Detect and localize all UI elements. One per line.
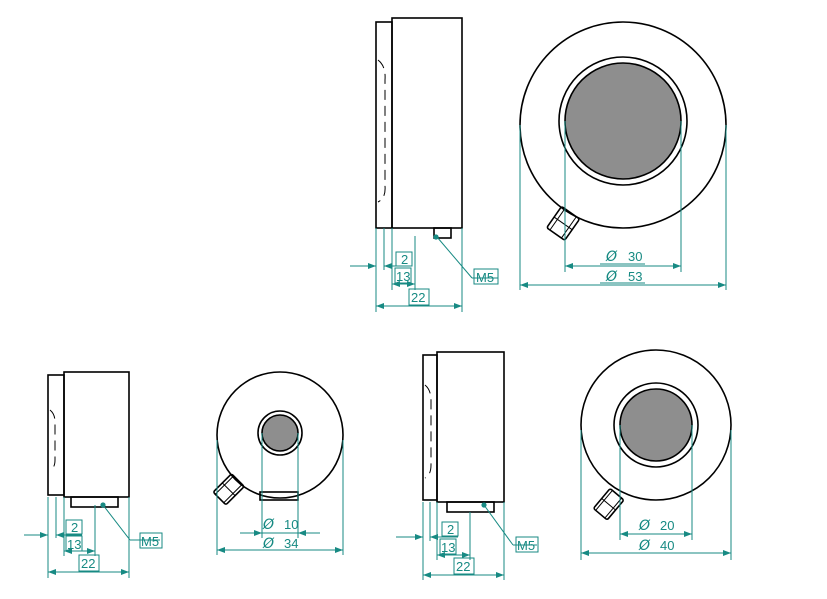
small-dim-outer: 34	[284, 536, 298, 551]
large-side-view: M5 2 13 22	[350, 17, 499, 312]
large-dim-outer: 53	[628, 269, 642, 284]
medium-dim-outer: 40	[660, 538, 674, 553]
small-front-view: Ø 10 Ø 34	[213, 371, 344, 555]
medium-diameter-symbol: Ø	[638, 518, 651, 534]
small-thread-label: M5	[141, 534, 159, 549]
large-dim-22: 22	[411, 290, 425, 305]
small-diameter-symbol-outer: Ø	[262, 536, 275, 552]
medium-dim-22: 22	[456, 559, 470, 574]
medium-front-view: Ø 20 Ø 40	[580, 349, 732, 560]
large-dim-2: 2	[401, 252, 408, 267]
medium-dim-13: 13	[441, 540, 455, 555]
large-front-view: Ø 30 Ø 53	[519, 21, 727, 290]
small-dim-inner: 10	[284, 517, 298, 532]
large-dim-inner: 30	[628, 249, 642, 264]
medium-dim-2: 2	[447, 522, 454, 537]
large-dim-13: 13	[396, 269, 410, 284]
small-diameter-symbol: Ø	[262, 517, 275, 533]
medium-side-view: M5 2 13 22	[396, 351, 539, 580]
small-dim-22: 22	[81, 556, 95, 571]
medium-diameter-symbol-outer: Ø	[638, 538, 651, 554]
large-thread-label: M5	[476, 270, 494, 285]
small-side-view: M5 2 13 22	[24, 371, 163, 578]
small-dim-2: 2	[71, 520, 78, 535]
medium-dim-inner: 20	[660, 518, 674, 533]
medium-thread-label: M5	[517, 538, 535, 553]
small-dim-13: 13	[67, 537, 81, 552]
large-diameter-symbol-outer: Ø	[605, 269, 618, 285]
large-diameter-symbol: Ø	[605, 249, 618, 265]
